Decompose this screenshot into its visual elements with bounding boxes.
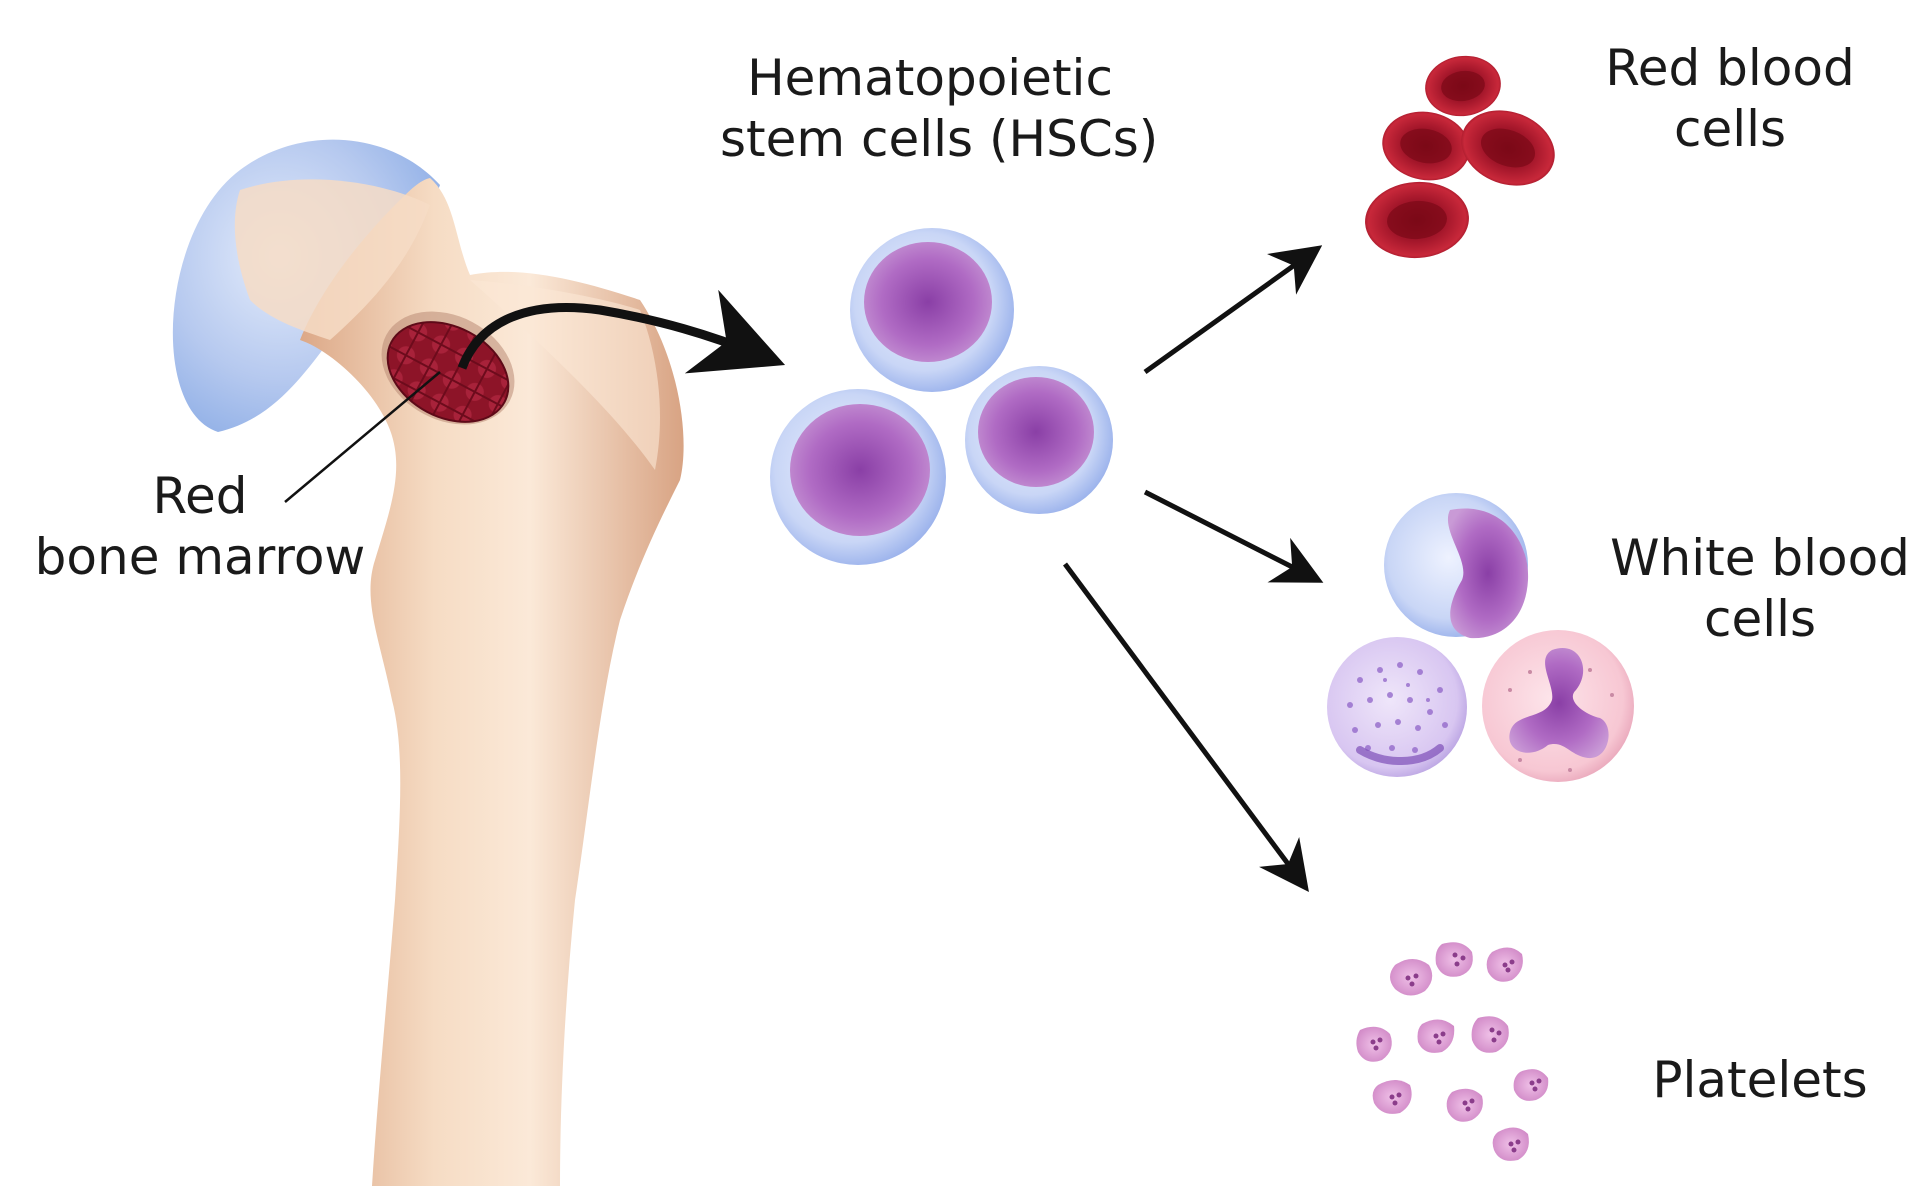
platelet bbox=[1513, 1069, 1549, 1101]
wbc-label: White blood cells bbox=[1600, 528, 1920, 650]
platelet bbox=[1356, 1026, 1392, 1062]
neutrophil bbox=[1482, 630, 1634, 782]
red-blood-cells bbox=[1365, 55, 1555, 259]
rbc-label-line1: Red blood bbox=[1605, 39, 1855, 97]
hsc-label: Hematopoietic stem cells (HSCs) bbox=[720, 48, 1159, 170]
marrow-pointer-line bbox=[284, 371, 441, 503]
platelet bbox=[1435, 942, 1473, 977]
platelet bbox=[1471, 1016, 1509, 1053]
rbc bbox=[1382, 111, 1470, 181]
platelets-label: Platelets bbox=[1620, 1050, 1900, 1111]
lymphocyte bbox=[1384, 493, 1529, 639]
platelets-label-text: Platelets bbox=[1652, 1051, 1868, 1109]
marrow-to-hsc-arrow bbox=[457, 289, 786, 374]
arrow-to-red-blood-cells bbox=[1143, 245, 1323, 375]
platelets bbox=[1356, 942, 1549, 1161]
platelet bbox=[1417, 1019, 1455, 1053]
femur-bone bbox=[172, 139, 684, 1186]
hsc-label-line1: Hematopoietic bbox=[747, 49, 1113, 107]
rbc bbox=[1425, 55, 1501, 117]
bone-shaft bbox=[300, 178, 684, 1186]
white-blood-cells bbox=[1327, 493, 1634, 782]
rbc bbox=[1461, 110, 1555, 186]
wbc-label-line1: White blood bbox=[1610, 529, 1910, 587]
hsc-cell bbox=[850, 228, 1014, 392]
arrow-to-platelets bbox=[1062, 562, 1309, 893]
wbc-label-line2: cells bbox=[1703, 590, 1817, 648]
platelet bbox=[1446, 1088, 1483, 1122]
hsc-cell bbox=[770, 389, 946, 565]
platelet bbox=[1390, 959, 1433, 996]
hsc-cluster bbox=[770, 228, 1113, 565]
platelet bbox=[1486, 947, 1523, 982]
rbc bbox=[1365, 181, 1469, 259]
platelet bbox=[1372, 1080, 1412, 1114]
hsc-cell bbox=[965, 366, 1113, 514]
rbc-label-line2: cells bbox=[1673, 100, 1787, 158]
marrow-label: Red bone marrow bbox=[20, 466, 380, 588]
rbc-label: Red blood cells bbox=[1580, 38, 1880, 160]
arrow-to-white-blood-cells bbox=[1143, 489, 1324, 583]
basophil bbox=[1327, 637, 1467, 777]
marrow-label-line2: bone marrow bbox=[34, 528, 366, 586]
marrow-label-line1: Red bbox=[152, 467, 248, 525]
hsc-label-line2: stem cells (HSCs) bbox=[720, 110, 1159, 168]
platelet bbox=[1492, 1127, 1529, 1161]
